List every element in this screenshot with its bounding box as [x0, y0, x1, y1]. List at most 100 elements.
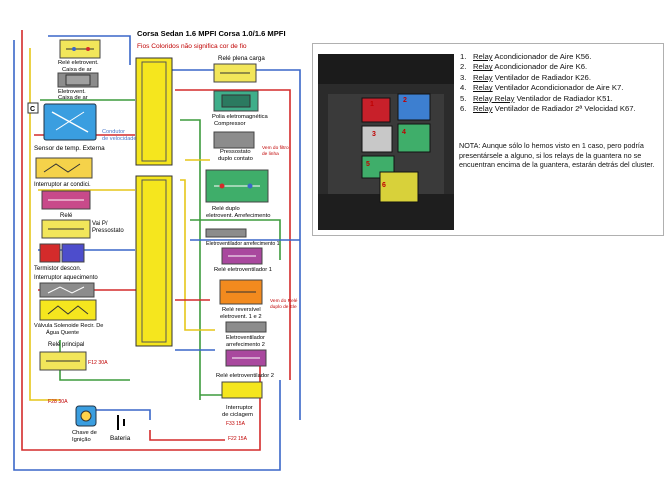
photo-label-5: 5: [366, 161, 370, 168]
photo-label-1: 1: [370, 101, 374, 108]
label-vem-rele-2: duplo de Ele: [270, 304, 297, 310]
label-interruptor-ar: Interruptor ar condici.: [34, 182, 91, 188]
label-eletrovent-arref-2-1: Eletroventilador: [226, 335, 265, 341]
pressostato-duplo: [213, 131, 255, 149]
label-eletrovent: Eletrovent.: [58, 89, 86, 95]
photo-label-4: 4: [402, 129, 406, 136]
relay-photo: 1 2 3 4 5 6: [318, 54, 454, 230]
label-polia-2: Compressor: [214, 121, 246, 127]
ignition-key: [75, 405, 97, 427]
label-termistor: Termistor descon.: [34, 266, 82, 272]
relay-principal-component: [39, 351, 87, 371]
photo-label-3: 3: [372, 131, 376, 138]
label-vai-p: Vai P/: [92, 221, 108, 227]
fuse-box-upper: [135, 57, 173, 166]
terminal-c-label: C: [30, 106, 35, 113]
label-vem-filtro-1: Vem do filtro: [262, 145, 289, 151]
valvula-component: [39, 299, 97, 321]
label-fuse-f33: F33 15A: [226, 421, 246, 427]
relay-reversivel: [219, 279, 263, 305]
eletroventilador-1: [205, 228, 247, 238]
terminal-c: [27, 102, 39, 114]
relay-eletroventilador-1: [221, 247, 263, 265]
photo-label-2: 2: [403, 97, 407, 104]
relay-info-panel: 1 2 3 4 5 6 Relay Acondicionador de Aire…: [312, 43, 664, 236]
label-vem-filtro-2: de linha: [262, 151, 279, 157]
interruptor-aquec-component: [39, 282, 95, 298]
label-fuse-f22: F22 15A: [228, 436, 248, 442]
label-caixa-de-ar-2: Caixa de ar: [58, 95, 88, 101]
relay-duplo-arrefecimento: [205, 169, 269, 203]
interruptor-ciclagem: [221, 381, 263, 399]
relay-vai-p-component: [41, 219, 91, 239]
relay-link[interactable]: Relay: [473, 104, 493, 114]
relay-rele-component: [41, 190, 91, 210]
relay-desc: Acondicionador de Aire K56.: [492, 52, 592, 61]
label-eletrovent-arref-1: Eletroventilador arrefecimento 1: [206, 241, 280, 247]
wiring-diagram: Corsa Sedan 1.6 MPFI Corsa 1.0/1.6 MPFI …: [13, 29, 301, 471]
label-chave-1: Chave de: [72, 430, 97, 436]
label-rele: Relé: [60, 213, 73, 219]
label-rele-eletrovent-1: Relé eletroventilador 1: [214, 267, 272, 273]
relay-list-item: Relay Ventilador de Radiador 2ª Velocida…: [460, 104, 666, 115]
interruptor-ar-component: [35, 157, 93, 179]
label-fuse-f12: F12 30A: [88, 360, 108, 366]
relay-link[interactable]: Relay: [473, 62, 493, 72]
label-valvula-2: Água Quente: [46, 329, 79, 336]
label-bateria: Bateria: [110, 435, 131, 442]
label-interruptor-cicl-1: Interruptor: [226, 405, 253, 411]
relay-desc: Ventilador de Radiador 2ª Velocidad K67.: [492, 104, 636, 114]
relay-link[interactable]: Relay: [473, 83, 493, 93]
fan-motor-caixa: [57, 72, 99, 88]
relay-desc: Ventilador Acondicionador de Aire K7.: [492, 83, 624, 93]
relay-list: Relay Acondicionador de Aire K56. Relay …: [459, 52, 666, 115]
label-caixa-de-ar: Caixa de ar: [62, 67, 92, 73]
relay-desc: Ventilador de Radiador K26.: [492, 72, 591, 82]
label-pressostato-duplo-1: Pressostato: [220, 149, 251, 155]
label-de-velocidade: de velocidade: [102, 136, 137, 142]
diagram-title: Corsa Sedan 1.6 MPFI Corsa 1.0/1.6 MPFI: [137, 29, 286, 38]
termistor-component: [39, 243, 85, 263]
battery: [117, 415, 125, 430]
label-rele-duplo-1: Relé duplo: [212, 206, 240, 212]
label-fuse-f28: F28 30A: [48, 399, 68, 405]
relay-link[interactable]: Relay Relay: [473, 93, 515, 103]
speed-controller: [43, 103, 97, 141]
relay-list-item: Relay Acondicionador de Aire K6.: [460, 62, 666, 73]
label-rele-eletrovent-2: Relé eletroventilador 2: [216, 373, 274, 379]
label-valvula-1: Válvula Solenoide Recir. De: [34, 323, 103, 329]
fuse-box-lower: [135, 175, 173, 347]
label-rele-principal: Relé principal: [48, 342, 84, 348]
label-vem-rele-1: Vem do Relé: [270, 298, 298, 304]
label-interruptor-aquec: Interruptor aquecimento: [34, 275, 98, 281]
label-rele-eletrovent: Relé eletrovent.: [58, 60, 99, 66]
photo-label-6: 6: [382, 182, 386, 189]
relay-list-item: Relay Acondicionador de Aire K56.: [460, 52, 666, 63]
relay-link[interactable]: Relay: [473, 72, 493, 82]
diagram-subtitle: Fios Coloridos não significa cor de fio: [137, 43, 247, 50]
label-rele-reversivel-2: eletrovent. 1 e 2: [220, 314, 262, 320]
label-rele-reversivel-1: Relé reversível: [222, 307, 261, 313]
relay-eletrovent-caixa: [59, 39, 101, 59]
label-chave-2: Ignição: [72, 437, 91, 443]
label-polia-1: Polia eletromagnética: [212, 114, 269, 120]
relay-list-item: Relay Ventilador Acondicionador de Aire …: [460, 83, 666, 94]
label-interruptor-cicl-2: de ciclagem: [222, 412, 253, 418]
relay-eletroventilador-2: [225, 349, 267, 367]
label-sensor-temp: Sensor de temp. Externa: [34, 145, 105, 152]
relay-list-item: Relay Relay Ventilador de Radiador K51.: [460, 93, 666, 105]
label-condutor: Condutor: [102, 129, 125, 135]
relay-link[interactable]: Relay: [473, 52, 493, 61]
label-pressostato-duplo-2: duplo contato: [218, 156, 253, 162]
label-rele-plena: Relé plena carga: [218, 55, 265, 62]
relay-note: NOTA: Aunque sólo lo hemos visto en 1 ca…: [459, 141, 655, 170]
relay-desc: Ventilador de Radiador K51.: [514, 93, 613, 103]
relay-plena-carga: [213, 63, 257, 83]
label-eletrovent-arref-2-2: arrefecimento 2: [226, 342, 265, 348]
relay-desc: Acondicionador de Aire K6.: [492, 62, 588, 72]
polia-compressor: [213, 90, 259, 112]
label-pressostato-left: Pressostato: [92, 228, 124, 234]
relay-list-item: Relay Ventilador de Radiador K26.: [460, 72, 666, 84]
eletroventilador-2: [225, 321, 267, 333]
label-rele-duplo-2: eletrovent. Arrefecimento: [206, 213, 270, 219]
